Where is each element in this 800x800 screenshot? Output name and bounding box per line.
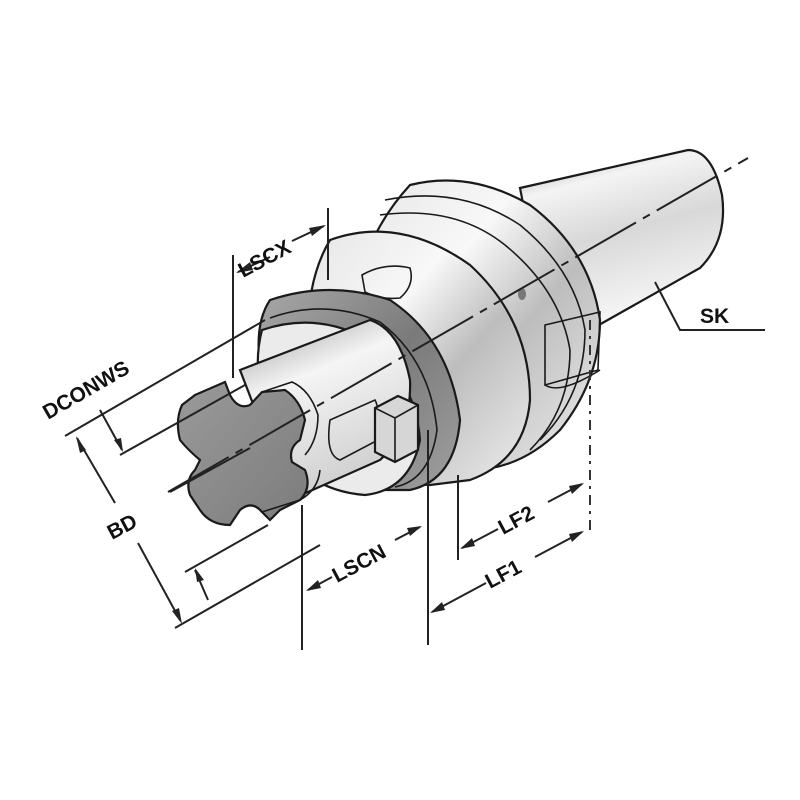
face-cutter-adapter bbox=[176, 380, 321, 527]
label-sk: SK bbox=[700, 305, 729, 328]
center-axis bbox=[167, 157, 749, 493]
label-lf1: LF1 bbox=[482, 555, 526, 593]
drive-key bbox=[373, 394, 420, 464]
label-lf2: LF2 bbox=[495, 502, 539, 540]
label-lscn: LSCN bbox=[329, 540, 390, 587]
label-dconws: DCONWS bbox=[39, 357, 133, 425]
dimension-lines bbox=[64, 208, 765, 650]
label-lscx: LSCX bbox=[235, 236, 295, 283]
label-bd: BD bbox=[104, 510, 142, 545]
